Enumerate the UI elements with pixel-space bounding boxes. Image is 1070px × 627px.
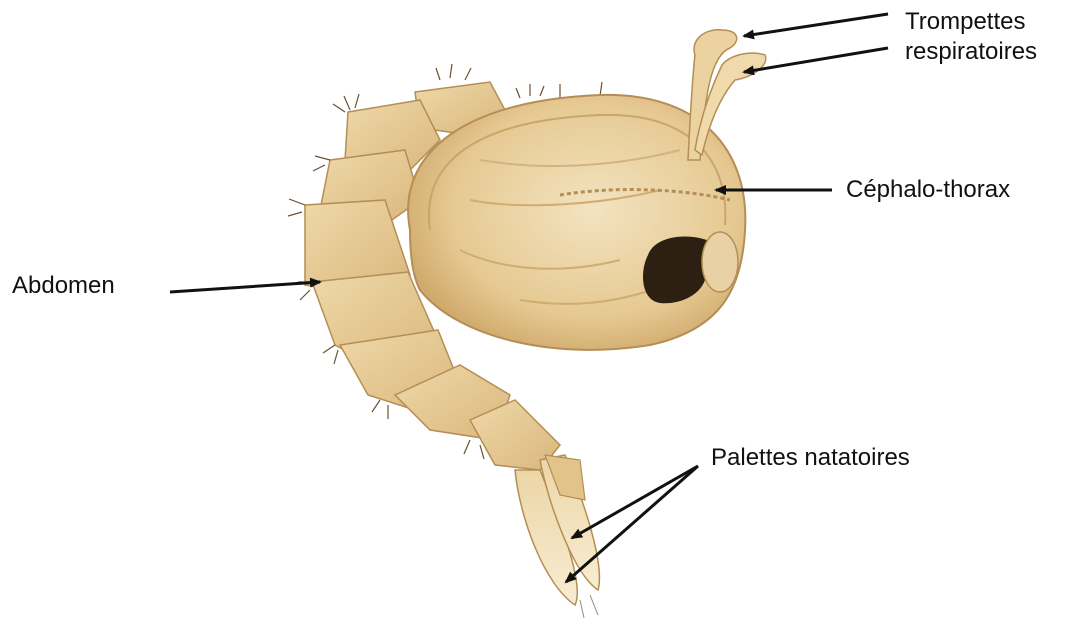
arrow-abdomen (170, 282, 320, 292)
breathing-trumpets (688, 30, 766, 160)
label-trompettes-respiratoires: Trompettes respiratoires (905, 7, 1037, 67)
paddles (515, 455, 599, 618)
label-palettes-natatoires: Palettes natatoires (711, 443, 910, 473)
label-trompettes-line2: respiratoires (905, 37, 1037, 67)
arrow-palettes-upper (572, 466, 698, 538)
arrow-trompettes-upper (744, 14, 888, 36)
label-trompettes-line1: Trompettes (905, 7, 1037, 37)
label-abdomen: Abdomen (12, 271, 115, 301)
label-cephalo-thorax: Céphalo-thorax (846, 175, 1010, 205)
